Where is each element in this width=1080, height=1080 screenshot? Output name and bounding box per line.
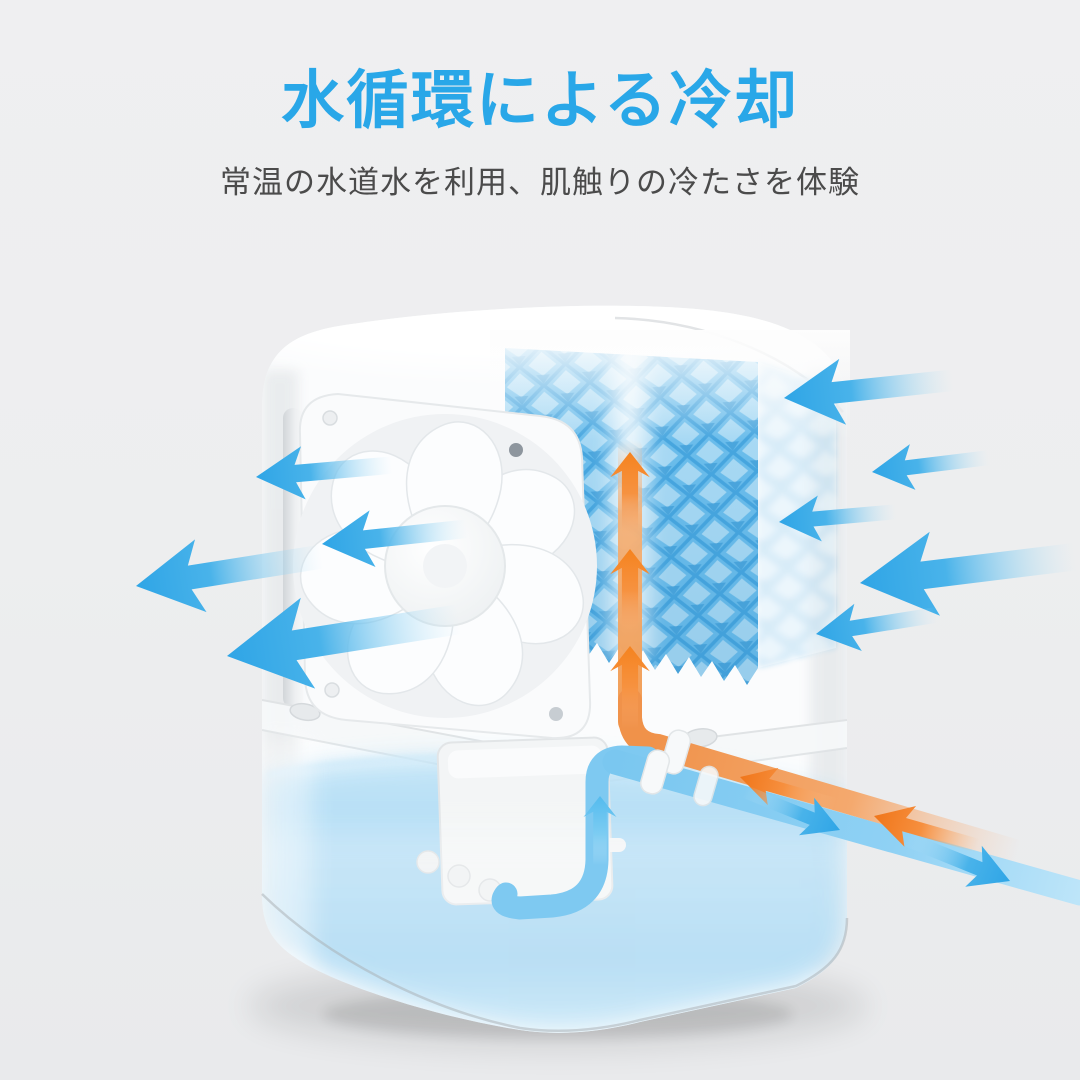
fan-screw [322,410,338,426]
fan-screw [324,682,340,698]
fan-screw [509,443,523,457]
fan-hub-cap [423,544,467,588]
cold-water-tube-icon [602,749,1080,906]
fan-icon [293,392,597,740]
intake-arrow-icon [854,514,1080,626]
frost-overlay [262,740,312,1010]
deck-hole [289,702,321,722]
intake-arrow-icon [869,434,992,495]
base-rim [261,893,849,1033]
fan-screw [549,707,563,721]
page-title: 水循環による冷却 [280,66,800,136]
tube-collar [693,765,719,807]
tube-collar [639,749,671,795]
page-subtitle: 常温の水道水を利用、肌触りの冷たさを体験 [220,165,860,200]
